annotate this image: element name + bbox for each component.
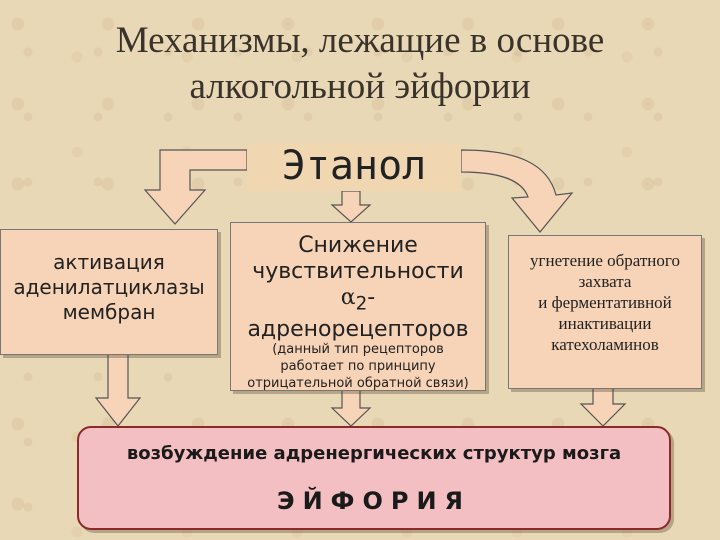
ethanol-label: Этанол [281, 143, 427, 189]
right-line-2: захвата [578, 272, 632, 291]
euphoria-node: возбуждение адренергических структур моз… [77, 426, 671, 530]
right-line-1: угнетение обратного [530, 251, 680, 270]
ethanol-node: Этанол [247, 143, 461, 191]
arrow-left-to-bottom [94, 352, 142, 427]
title-line-2: алкогольной эйфории [189, 66, 531, 107]
note-line-3: отрицательной обратной связи) [247, 376, 469, 391]
alpha-subscript: 2 [355, 293, 368, 315]
title-line-1: Механизмы, лежащие в основе [115, 20, 605, 61]
reuptake-inhibition-text: угнетение обратного захвата и ферментати… [509, 250, 701, 355]
receptor-sensitivity-text: Снижение чувствительности α2-адренорецеп… [231, 233, 485, 343]
arrow-ethanol-to-left [143, 149, 248, 225]
brain-excitation-text: возбуждение адренергических структур моз… [126, 443, 622, 464]
right-line-4: инактивации [558, 314, 652, 333]
mid-line-1: Снижение [298, 233, 418, 258]
adenylate-cyclase-text: активация аденилатциклазы мембран [1, 250, 217, 325]
left-line-1: активация [53, 250, 165, 274]
receptor-note: (данный тип рецепторов работает по принц… [231, 341, 485, 392]
right-line-5: катехоламинов [551, 335, 659, 354]
note-line-2: работает по принципу [280, 359, 436, 374]
euphoria-text: ЭЙФОРИЯ [276, 487, 472, 515]
left-line-3: мембран [62, 300, 156, 324]
receptor-sensitivity-node: Снижение чувствительности α2-адренорецеп… [230, 222, 486, 391]
alpha-symbol: α [340, 285, 356, 310]
arrow-middle-to-bottom [330, 388, 372, 427]
left-line-2: аденилатциклазы [13, 275, 205, 299]
mid-line-3-rest: -адренорецепторов [247, 285, 469, 343]
right-line-3: и ферментативной [538, 293, 672, 312]
adenylate-cyclase-node: активация аденилатциклазы мембран [0, 229, 218, 355]
mid-line-3: α2-адренорецепторов [231, 285, 485, 343]
reuptake-inhibition-node: угнетение обратного захвата и ферментати… [508, 235, 702, 389]
arrow-ethanol-to-middle [330, 190, 372, 223]
mid-line-2: чувствительности [252, 259, 464, 284]
arrow-ethanol-to-right [460, 149, 574, 233]
slide-title: Механизмы, лежащие в основе алкогольной … [40, 18, 680, 110]
arrow-right-to-bottom [579, 386, 627, 427]
note-line-1: (данный тип рецепторов [272, 342, 444, 357]
